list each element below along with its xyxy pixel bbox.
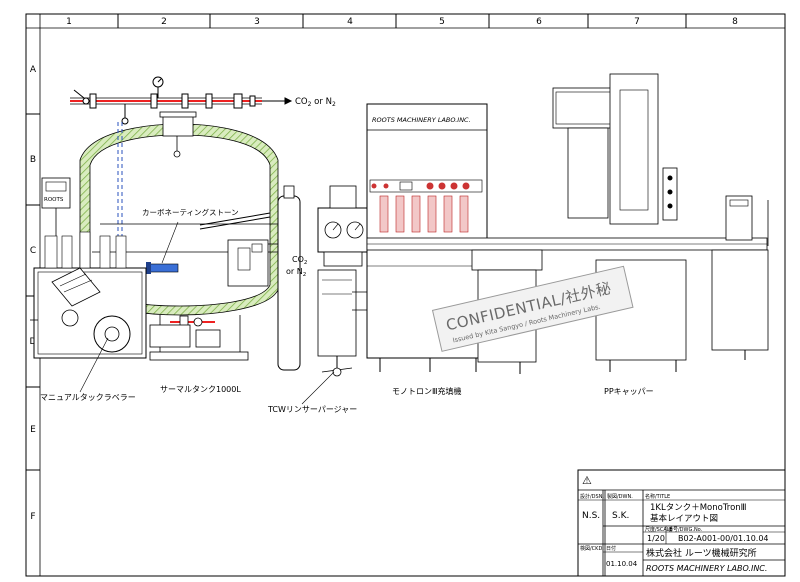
machine-labels: マニュアルタックラベラー サーマルタンク1000L TCWリンサーパージャー モ… bbox=[40, 385, 654, 414]
drawing-frame bbox=[25, 13, 786, 577]
gas-cylinder bbox=[263, 185, 301, 371]
pp-capper bbox=[552, 73, 769, 351]
designed-label: 設計/DSN. bbox=[580, 493, 604, 500]
drawing-no-value: B02-A001-00/01.10.04 bbox=[678, 534, 769, 543]
scale-value: 1/20 bbox=[647, 534, 665, 543]
drawing-title-line1: 1KLタンク＋MonoTronⅢ bbox=[650, 503, 747, 513]
title-block-text: ⚠ 設計/DSN. 製図/DWN. 名称/TITLE N.S. S.K. 1KL… bbox=[580, 474, 769, 573]
filler-brand: ROOTS MACHINERY LABO.INC. bbox=[372, 116, 471, 124]
row-label-d: D bbox=[30, 337, 37, 347]
svg-text:CO2 or N2: CO2 or N2 bbox=[295, 97, 336, 108]
manual-labeler-label: マニュアルタックラベラー bbox=[40, 393, 136, 402]
thermal-tank-label: サーマルタンク1000L bbox=[160, 385, 241, 394]
company-name-jp: 株式会社 ルーツ機械研究所 bbox=[646, 547, 757, 559]
designed-value: N.S. bbox=[582, 511, 600, 521]
company-name-en: ROOTS MACHINERY LABO.INC. bbox=[646, 564, 767, 573]
column-labels: 1 2 3 4 5 6 7 8 bbox=[66, 17, 738, 27]
col-label-3: 3 bbox=[254, 17, 260, 27]
row-label-c: C bbox=[30, 246, 36, 256]
col-label-4: 4 bbox=[347, 17, 353, 27]
drawn-label: 製図/DWN. bbox=[607, 493, 633, 500]
svg-text:CO2: CO2 bbox=[292, 255, 307, 266]
tank-side-panel bbox=[227, 239, 269, 287]
col-label-8: 8 bbox=[732, 17, 738, 27]
col-label-7: 7 bbox=[634, 17, 640, 27]
tcw-rinser-label: TCWリンサーパージャー bbox=[267, 405, 357, 414]
row-label-e: E bbox=[30, 425, 36, 435]
date-label: 日付 bbox=[606, 545, 616, 552]
row-label-a: A bbox=[30, 65, 37, 75]
col-label-1: 1 bbox=[66, 17, 72, 27]
checked-label: 検図/CKD. bbox=[580, 545, 604, 552]
carbonation-stone bbox=[146, 221, 179, 274]
drawing-title-line2: 基本レイアウト図 bbox=[650, 513, 718, 524]
leader-lines bbox=[79, 337, 335, 405]
warning-icon: ⚠ bbox=[582, 474, 592, 487]
date-value: 01.10.04 bbox=[606, 560, 638, 568]
carbonation-stone-label: カーボネーティングストーン bbox=[142, 207, 239, 217]
control-box bbox=[41, 177, 71, 240]
drawing-no-label: 番号/DWG.No. bbox=[668, 526, 703, 533]
title-block bbox=[577, 469, 786, 577]
svg-text:or N2: or N2 bbox=[286, 267, 306, 278]
drawn-value: S.K. bbox=[612, 511, 629, 521]
gas-supply-label: CO2 or N2 bbox=[295, 97, 336, 108]
row-label-b: B bbox=[30, 155, 36, 165]
cylinder-gas-label: CO2 or N2 bbox=[286, 255, 307, 278]
pp-capper-label: PPキャッパー bbox=[604, 387, 654, 396]
col-label-5: 5 bbox=[439, 17, 445, 27]
conveyor bbox=[366, 237, 768, 374]
row-labels: A B C D E F bbox=[30, 65, 37, 522]
col-label-2: 2 bbox=[161, 17, 167, 27]
row-label-f: F bbox=[30, 512, 35, 522]
monotron-filler-label: モノトロンⅢ充填機 bbox=[392, 386, 462, 396]
manual-labeler bbox=[30, 231, 147, 359]
roots-box-label: ROOTS bbox=[44, 197, 64, 203]
gas-supply-line bbox=[70, 76, 293, 125]
title-label: 名称/TITLE bbox=[645, 493, 670, 500]
tcw-rinser bbox=[317, 185, 372, 377]
scale-label: 尺度/SCALE bbox=[645, 526, 673, 533]
monotron-filler bbox=[366, 103, 488, 372]
col-label-6: 6 bbox=[536, 17, 542, 27]
